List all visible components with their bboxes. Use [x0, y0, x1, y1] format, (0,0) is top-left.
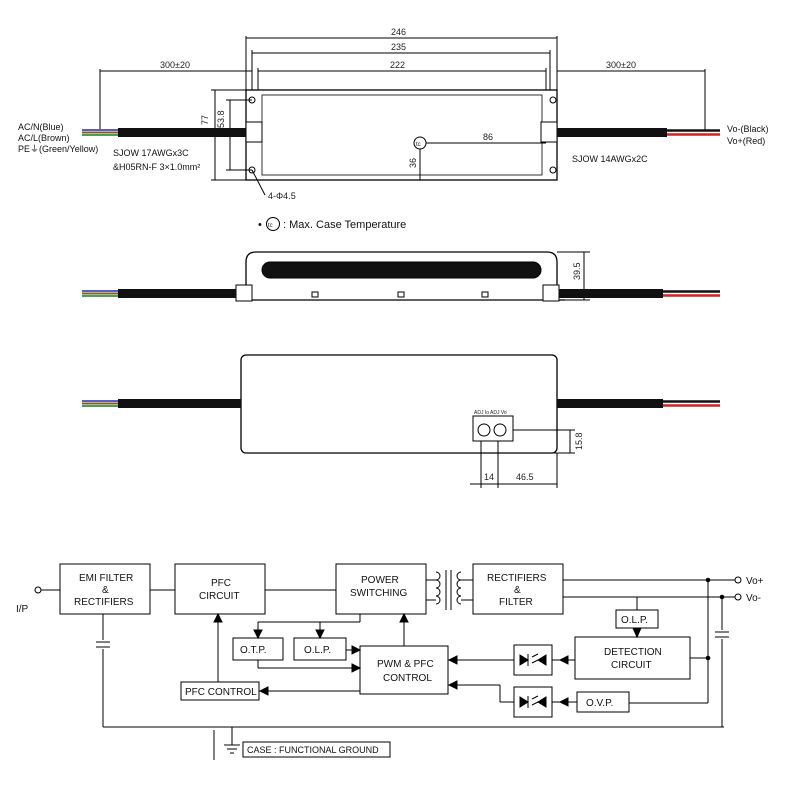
arrow-pfcctrl-pfc: [213, 612, 223, 623]
dim-label-53-8: 53.8: [216, 110, 226, 128]
pot-io: [477, 423, 491, 437]
pot-cover: [472, 415, 514, 442]
ip-label: I/P: [16, 604, 29, 615]
wire-label-acn: AC/N(Blue): [18, 122, 64, 132]
emi-label-1: EMI FILTER: [79, 573, 133, 584]
arrow-to-otp: [253, 629, 263, 640]
right-cable-spec: SJOW 14AWGx2C: [572, 154, 648, 164]
pfc-circuit-block: [174, 563, 266, 615]
pfc-label-2: CIRCUIT: [199, 591, 240, 602]
dim-label-246: 246: [391, 27, 406, 37]
psw-label-1: POWER: [361, 575, 399, 586]
opto1-led: [519, 654, 529, 666]
pwm-label-2: CONTROL: [383, 673, 432, 684]
side-heatsink-bar: [261, 261, 542, 279]
otp-label: O.T.P.: [240, 645, 267, 656]
block-diagram: [34, 563, 742, 760]
wire-label-vo-plus: Vo+(Red): [727, 136, 765, 146]
pot-label-vo: ADJ Vo: [490, 410, 507, 416]
arrow-olp-pwm: [351, 645, 362, 655]
case-outline-bottom: [240, 354, 558, 454]
side-gland-left: [235, 284, 253, 302]
emi-label-3: RECTIFIERS: [74, 597, 134, 608]
left-cable-top: [82, 128, 246, 137]
dim-label-39-5: 39.5: [572, 262, 582, 280]
tc-legend: • tc : Max. Case Temperature: [258, 217, 406, 231]
transformer-primary: [435, 571, 441, 605]
detection-circuit-block: [574, 636, 691, 680]
ovp-label: O.V.P.: [586, 698, 613, 709]
arrow-pwm-pfcctrl: [258, 686, 269, 696]
opto2-led: [519, 696, 529, 708]
det-label-1: DETECTION: [604, 647, 662, 658]
arrow-otp-pwm: [351, 663, 362, 673]
rectifiers-filter-block: [472, 563, 564, 615]
legend-bullet: •: [258, 219, 262, 231]
side-cables: [82, 289, 720, 298]
ground-label-box: [242, 741, 391, 758]
gland-left: [245, 121, 263, 143]
arrow-olp-det: [632, 627, 642, 639]
dim-label-86: 86: [483, 132, 493, 142]
olp-label-2: O.L.P.: [621, 615, 648, 626]
dim-label-235: 235: [391, 42, 406, 52]
psw-label-2: SWITCHING: [350, 588, 407, 599]
arrow-pwm-psw: [399, 612, 409, 623]
power-switching-block: [335, 563, 427, 615]
dim-label-holes: 4-Φ4.5: [268, 191, 296, 201]
dim-label-46-5: 46.5: [516, 472, 534, 482]
dim-label-77: 77: [200, 115, 210, 125]
emi-label-2: &: [102, 585, 109, 596]
wire-label-vo-minus: Vo-(Black): [727, 124, 769, 134]
wire-label-acl: AC/L(Brown): [18, 133, 70, 143]
left-cable-spec-1: SJOW 17AWGx3C: [113, 148, 189, 158]
pot-vo: [493, 423, 507, 437]
emi-filter-block: [59, 563, 151, 615]
arrow-det-opto: [558, 655, 569, 665]
opto-symbols: [213, 612, 642, 708]
gland-right: [540, 121, 558, 143]
right-cable-top: [557, 128, 720, 137]
dim-label-36: 36: [408, 158, 418, 168]
transformer-secondary: [456, 571, 462, 605]
vo-minus-label: Vo-: [746, 593, 761, 604]
vo-plus-label: Vo+: [746, 576, 764, 587]
tc-symbol: tc: [416, 142, 421, 148]
side-gland-right: [542, 284, 560, 302]
left-cable-spec-2: &H05RN-F 3×1.0mm²: [113, 162, 200, 172]
det-label-2: CIRCUIT: [611, 660, 652, 671]
dim-label-222: 222: [390, 60, 405, 70]
legend-tc-symbol: tc: [268, 223, 273, 229]
olp-label-1: O.L.P.: [304, 645, 331, 656]
bottom-view: [240, 354, 575, 488]
legend-tc-text: : Max. Case Temperature: [283, 219, 406, 231]
pwm-label-1: PWM & PFC: [377, 659, 434, 670]
dim-label-cable-left: 300±20: [160, 60, 190, 70]
wire-label-pe: PE⏚(Green/Yellow): [18, 144, 98, 154]
arrow-opto-pwm: [447, 655, 458, 665]
rect-label-3: FILTER: [499, 597, 533, 608]
rect-label-1: RECTIFIERS: [487, 573, 547, 584]
arrow-to-olp: [315, 629, 325, 640]
rect-label-2: &: [514, 585, 521, 596]
dim-label-14: 14: [484, 472, 494, 482]
case-outline-top: [245, 89, 558, 181]
pfc-control-label: PFC CONTROL: [185, 687, 257, 698]
dim-label-15-8: 15.8: [574, 432, 584, 450]
pot-label-io: ADJ Io: [474, 410, 489, 416]
arrow-ovp-opto: [558, 697, 569, 707]
pwm-pfc-control-block: [359, 645, 449, 695]
bottom-cables: [82, 399, 720, 408]
arrow-opto2-pwm: [447, 680, 458, 690]
side-view: [235, 251, 590, 302]
pfc-label-1: PFC: [211, 578, 231, 589]
dim-label-cable-right: 300±20: [606, 60, 636, 70]
ground-label: CASE : FUNCTIONAL GROUND: [247, 745, 379, 755]
